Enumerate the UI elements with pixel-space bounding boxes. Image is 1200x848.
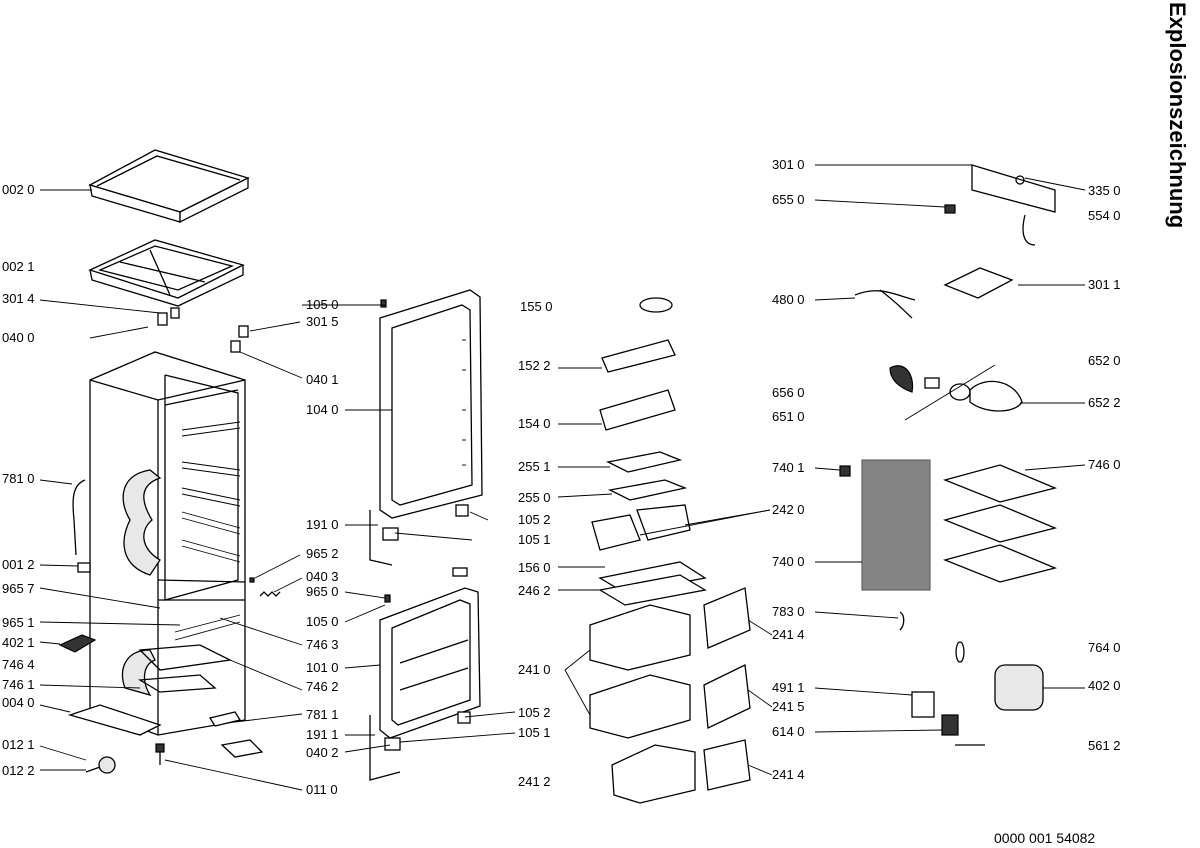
part-label-402-0: 402 0 <box>1088 678 1121 693</box>
part-label-965-1: 965 1 <box>2 615 35 630</box>
part-label-255-0: 255 0 <box>518 490 551 505</box>
part-label-614-0: 614 0 <box>772 724 805 739</box>
part-label-965-7: 965 7 <box>2 581 35 596</box>
part-label-652-2: 652 2 <box>1088 395 1121 410</box>
part-label-241-2: 241 2 <box>518 774 551 789</box>
part-label-105-0: 105 0 <box>306 297 339 312</box>
part-label-656-0: 656 0 <box>772 385 805 400</box>
part-label-241-5: 241 5 <box>772 699 805 714</box>
small-brackets-top <box>157 307 249 353</box>
part-label-152-2: 152 2 <box>518 358 551 373</box>
part-label-301-0: 301 0 <box>772 157 805 172</box>
part-label-652-0: 652 0 <box>1088 353 1121 368</box>
part-label-246-2: 246 2 <box>518 583 551 598</box>
bottom-parts <box>58 562 281 774</box>
part-label-241-4-lower: 241 4 <box>772 767 805 782</box>
part-label-746-1: 746 1 <box>2 677 35 692</box>
door-shelves <box>599 297 676 431</box>
part-label-746-4: 746 4 <box>2 657 35 672</box>
part-label-155-0: 155 0 <box>520 299 553 314</box>
part-label-105-2-lower: 105 2 <box>518 705 551 720</box>
part-label-012-2: 012 2 <box>2 763 35 778</box>
part-label-965-2: 965 2 <box>306 546 339 561</box>
part-label-191-1: 191 1 <box>306 727 339 742</box>
glass-shelves <box>605 451 688 501</box>
part-label-040-0: 040 0 <box>2 330 35 345</box>
part-label-554-0: 554 0 <box>1088 208 1121 223</box>
crisper-boxes <box>591 504 691 551</box>
part-label-040-3: 040 3 <box>306 569 339 584</box>
part-label-191-0: 191 0 <box>306 517 339 532</box>
part-label-241-4: 241 4 <box>772 627 805 642</box>
part-label-105-1-lower: 105 1 <box>518 725 551 740</box>
part-label-746-0: 746 0 <box>1088 457 1121 472</box>
control-panel <box>943 164 1056 299</box>
part-label-301-1: 301 1 <box>1088 277 1121 292</box>
part-label-740-1: 740 1 <box>772 460 805 475</box>
fan-assembly <box>889 365 1023 412</box>
part-label-491-1: 491 1 <box>772 680 805 695</box>
part-label-105-1: 105 1 <box>518 532 551 547</box>
part-label-561-2: 561 2 <box>1088 738 1121 753</box>
part-label-002-1: 002 1 <box>2 259 35 274</box>
part-label-783-0: 783 0 <box>772 604 805 619</box>
part-label-480-0: 480 0 <box>772 292 805 307</box>
part-label-156-0: 156 0 <box>518 560 551 575</box>
side-tube-part <box>72 479 86 556</box>
top-cover-part <box>88 149 250 224</box>
part-label-002-0: 002 0 <box>2 182 35 197</box>
compressor-parts <box>911 641 1044 746</box>
part-label-746-2: 746 2 <box>306 679 339 694</box>
part-label-255-1: 255 1 <box>518 459 551 474</box>
part-label-301-4: 301 4 <box>2 291 35 306</box>
part-label-154-0: 154 0 <box>518 416 551 431</box>
part-label-655-0: 655 0 <box>772 192 805 207</box>
part-label-040-2: 040 2 <box>306 745 339 760</box>
part-label-104-0: 104 0 <box>306 402 339 417</box>
drawer-front-panels <box>703 587 751 791</box>
evaporator-and-wire-shelves <box>839 459 1058 631</box>
part-label-764-0: 764 0 <box>1088 640 1121 655</box>
part-label-781-0: 781 0 <box>2 471 35 486</box>
top-frame-part <box>88 239 245 307</box>
part-label-105-0-lower: 105 0 <box>306 614 339 629</box>
part-label-004-0: 004 0 <box>2 695 35 710</box>
wiring-harness <box>854 289 916 319</box>
cabinet-body <box>89 351 246 736</box>
document-number: 0000 001 54082 <box>994 830 1096 846</box>
part-label-301-5: 301 5 <box>306 314 339 329</box>
part-label-241-0: 241 0 <box>518 662 551 677</box>
part-label-040-1: 040 1 <box>306 372 339 387</box>
part-label-001-2: 001 2 <box>2 557 35 572</box>
part-label-740-0: 740 0 <box>772 554 805 569</box>
part-label-781-1: 781 1 <box>306 707 339 722</box>
drawer-cover <box>598 561 707 606</box>
freezer-drawers <box>589 604 696 804</box>
part-label-101-0: 101 0 <box>306 660 339 675</box>
part-label-651-0: 651 0 <box>772 409 805 424</box>
part-label-242-0: 242 0 <box>772 502 805 517</box>
part-label-335-0: 335 0 <box>1088 183 1121 198</box>
part-label-746-3: 746 3 <box>306 637 339 652</box>
leader-lines <box>39 164 1086 791</box>
lower-door <box>369 567 481 781</box>
part-label-965-0: 965 0 <box>306 584 339 599</box>
part-label-105-2: 105 2 <box>518 512 551 527</box>
part-label-402-1: 402 1 <box>2 635 35 650</box>
upper-door <box>369 289 483 566</box>
part-label-011-0: 011 0 <box>306 782 338 797</box>
part-label-012-1: 012 1 <box>2 737 35 752</box>
